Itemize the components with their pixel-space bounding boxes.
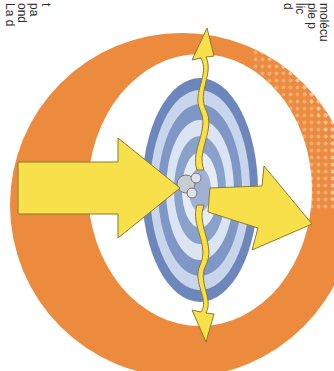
scatter-arrow-down: [192, 205, 214, 342]
text-fragment: t: [40, 3, 52, 6]
orange-disc: [10, 33, 334, 371]
text-fragment: ple p: [306, 3, 318, 29]
text-fragment: lic: [294, 3, 306, 14]
scatter-arrow-up: [192, 28, 214, 170]
molecule: [177, 173, 201, 198]
transmitted-arrow: [208, 166, 312, 250]
text-fragment: molécu: [318, 3, 330, 42]
text-fragment: La d: [4, 3, 16, 26]
text-fragment: ond: [16, 3, 28, 23]
text-fragment: pa: [28, 3, 40, 16]
incident-arrow: [18, 138, 180, 238]
text-fragment: d: [282, 3, 294, 10]
